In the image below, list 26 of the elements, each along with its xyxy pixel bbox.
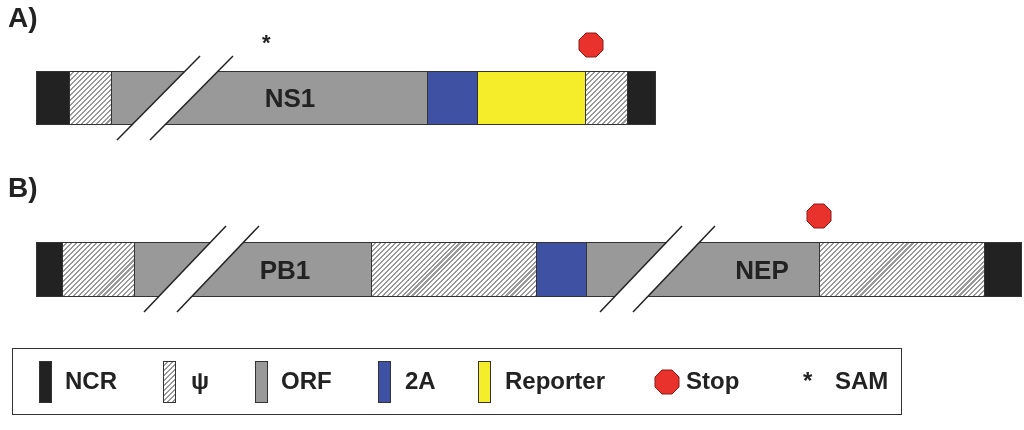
psi-segment <box>820 242 985 297</box>
psi-segment <box>372 242 537 297</box>
psi-segment <box>70 71 112 125</box>
panel-label: B) <box>8 172 38 204</box>
ncr-segment <box>36 71 70 125</box>
legend-label: SAM <box>835 367 889 395</box>
sam-asterisk: * <box>262 30 271 56</box>
reporter-segment <box>478 71 586 125</box>
psi-segment <box>63 242 135 297</box>
2a-segment <box>537 242 587 297</box>
psi-segment <box>586 71 628 125</box>
ncr-segment <box>36 242 63 297</box>
legend-label: Stop <box>686 367 740 395</box>
legend-label: 2A <box>405 367 436 395</box>
legend-label: ORF <box>281 367 332 395</box>
sam-asterisk: * <box>803 367 813 395</box>
legend-label: ψ <box>191 367 210 395</box>
2a-segment <box>428 71 478 125</box>
ncr-segment <box>985 242 1022 297</box>
legend-label: Reporter <box>505 367 606 395</box>
segment-label: NS1 <box>264 82 316 114</box>
legend-label: NCR <box>65 367 117 395</box>
segment-label: NEP <box>735 254 789 285</box>
ncr-segment <box>628 71 656 125</box>
segment-label: PB1 <box>259 254 311 285</box>
panel-label: A) <box>8 2 38 34</box>
